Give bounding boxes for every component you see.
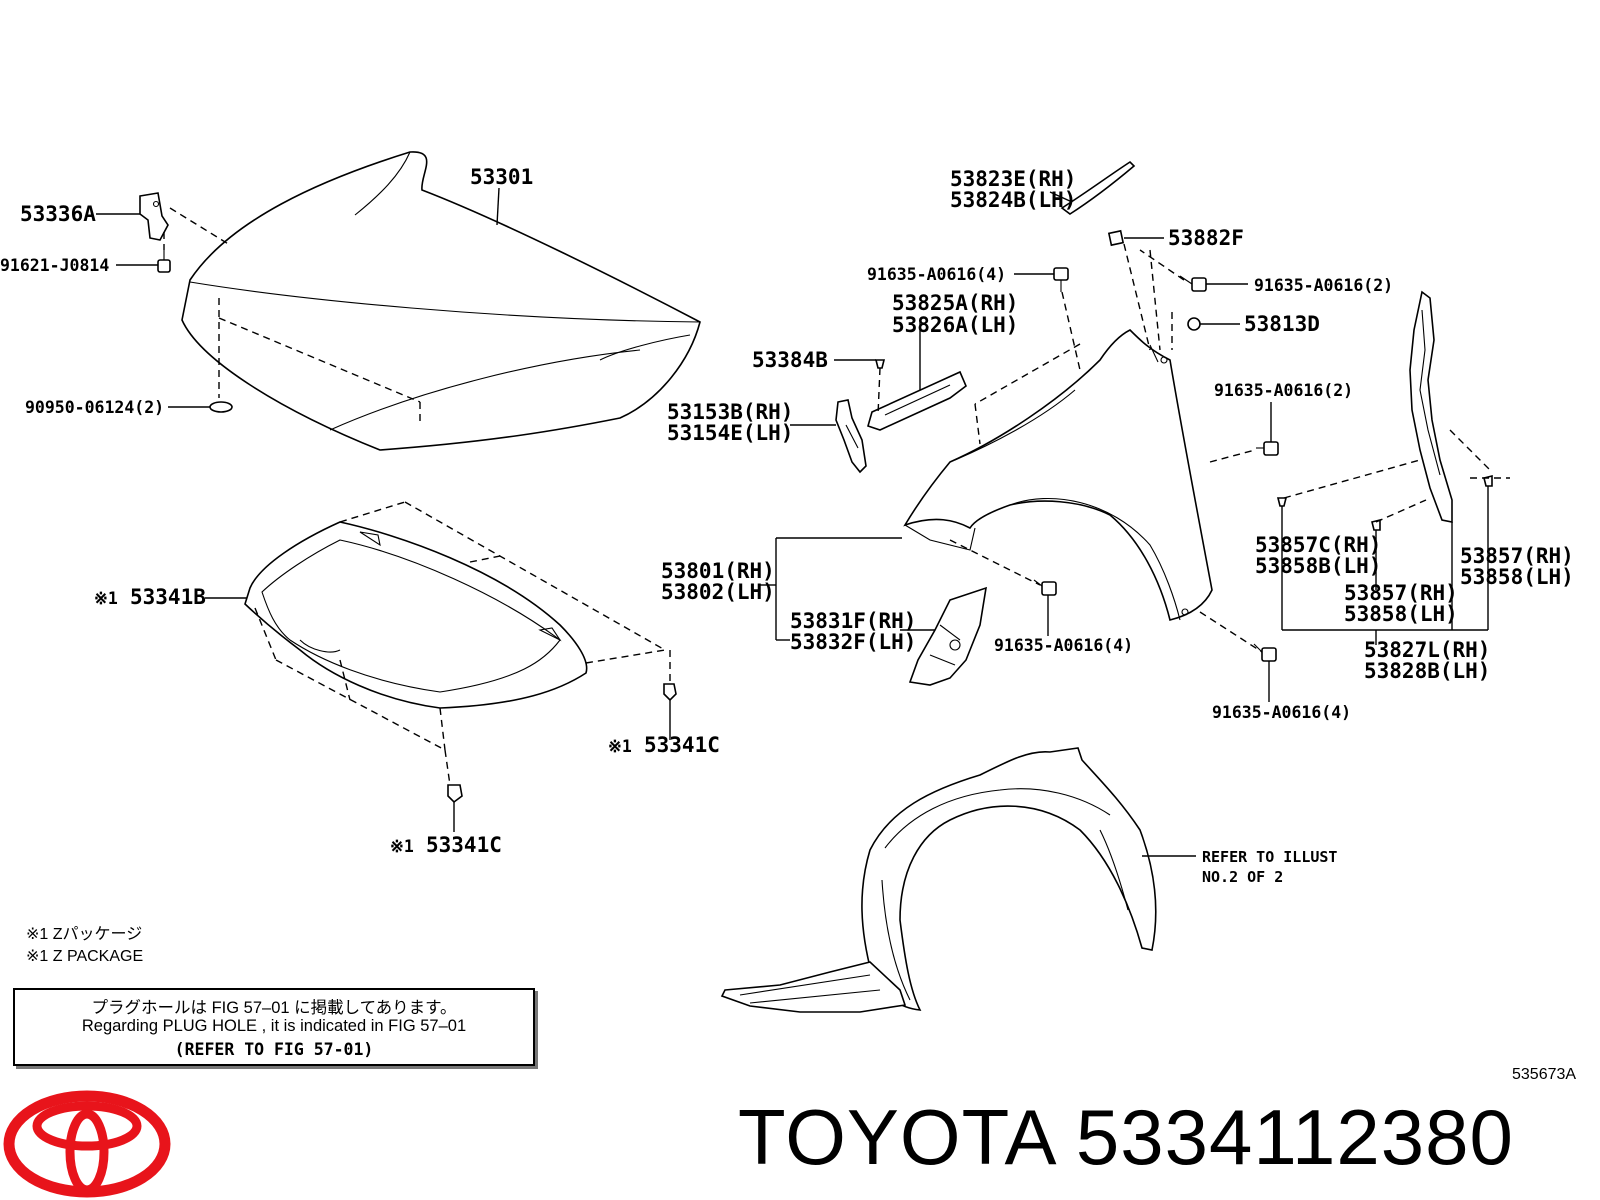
label-53827l: 53827L(RH) bbox=[1364, 638, 1490, 662]
package-note-jp: ※1 Zパッケージ bbox=[26, 926, 143, 943]
mark-53341b: ※1 bbox=[94, 589, 118, 608]
label-53831f: 53831F(RH) bbox=[790, 609, 916, 633]
notice-line-en: Regarding PLUG HOLE , it is indicated in… bbox=[81, 1017, 467, 1035]
label-53857c: 53857C(RH) bbox=[1255, 533, 1381, 557]
label-53826a: 53826A(LH) bbox=[892, 313, 1018, 337]
toyota-logo-icon bbox=[3, 1090, 171, 1198]
label-53858b: 53858B(LH) bbox=[1255, 554, 1381, 578]
fender-clip-top bbox=[1107, 229, 1125, 247]
notice-line-jp: プラグホールは FIG 57–01 に掲載してあります。 bbox=[91, 999, 457, 1017]
fender-side-seal bbox=[1409, 290, 1453, 523]
label-53153b: 53153B(RH) bbox=[667, 400, 793, 424]
hood-panel bbox=[181, 151, 701, 451]
hood-hinge-bracket bbox=[139, 192, 169, 241]
mark-53341c-right: ※1 bbox=[608, 737, 632, 756]
label-53801: 53801(RH) bbox=[661, 559, 775, 583]
fender-moulding bbox=[1060, 160, 1136, 215]
fender-bolt-bottom bbox=[1253, 643, 1277, 662]
label-91621-j0814: 91621-J0814 bbox=[0, 256, 109, 275]
insulator-clip-bottom bbox=[447, 784, 463, 804]
label-91635-a0616-d: 91635-A0616(4) bbox=[994, 636, 1133, 655]
label-53384b: 53384B bbox=[752, 348, 828, 372]
front-fender bbox=[903, 329, 1213, 621]
label-53154e: 53154E(LH) bbox=[667, 421, 793, 445]
logo-horizontal-ring bbox=[32, 1101, 142, 1151]
seal-clip-a bbox=[1276, 497, 1288, 507]
mark-53341c-bottom: ※1 bbox=[390, 837, 414, 856]
label-91635-a0616-a: 91635-A0616(4) bbox=[867, 265, 1006, 284]
label-53813d: 53813D bbox=[1244, 312, 1320, 336]
label-91635-a0616-b: 91635-A0616(2) bbox=[1254, 276, 1393, 295]
fender-bolt-side bbox=[1179, 275, 1207, 292]
refer-illust-line1: REFER TO ILLUST bbox=[1202, 848, 1337, 866]
label-53825a: 53825A(RH) bbox=[892, 291, 1018, 315]
fender-cushion bbox=[874, 359, 886, 369]
insulator-clip-right bbox=[663, 683, 677, 702]
label-53832f: 53832F(LH) bbox=[790, 630, 916, 654]
package-note-en: ※1 Z PACKAGE bbox=[26, 948, 144, 965]
label-53828b: 53828B(LH) bbox=[1364, 659, 1490, 683]
hood-insulator bbox=[244, 521, 588, 709]
hood-side-bracket bbox=[835, 399, 867, 474]
label-53301: 53301 bbox=[470, 165, 533, 189]
label-53823e: 53823E(RH) bbox=[950, 167, 1076, 191]
fender-bolt-rear bbox=[1256, 441, 1279, 456]
label-53857-mid: 53857(RH) bbox=[1344, 581, 1458, 605]
logo-vertical-ring bbox=[65, 1109, 109, 1195]
notice-line-ref: (REFER TO FIG 57-01) bbox=[174, 1040, 374, 1059]
label-53802: 53802(LH) bbox=[661, 580, 775, 604]
figure-code: 535673A bbox=[1512, 1066, 1577, 1083]
label-53882f: 53882F bbox=[1168, 226, 1244, 250]
plug-hole-notice: プラグホールは FIG 57–01 に掲載してあります。 Regarding P… bbox=[13, 988, 535, 1066]
label-53341c-bottom: 53341C bbox=[426, 833, 502, 857]
label-53858-right: 53858(LH) bbox=[1460, 565, 1574, 589]
fender-liner bbox=[720, 747, 1157, 1013]
label-53824b: 53824B(LH) bbox=[950, 188, 1076, 212]
fender-nut bbox=[1187, 317, 1201, 331]
label-53341b: 53341B bbox=[130, 585, 206, 609]
fender-bracket bbox=[867, 370, 967, 431]
refer-illust-line2: NO.2 OF 2 bbox=[1202, 868, 1283, 886]
brand-part-number: TOYOTA 5334112380 bbox=[738, 1093, 1514, 1181]
label-90950-06124: 90950-06124(2) bbox=[25, 398, 164, 417]
label-53858-mid: 53858(LH) bbox=[1344, 602, 1458, 626]
label-91635-a0616-c: 91635-A0616(2) bbox=[1214, 381, 1353, 400]
fender-bolt-lower bbox=[1033, 579, 1057, 596]
fender-bolt-top bbox=[1053, 267, 1069, 292]
label-91635-a0616-e: 91635-A0616(4) bbox=[1212, 703, 1351, 722]
hinge-bolt bbox=[157, 250, 171, 273]
label-53341c-right: 53341C bbox=[644, 733, 720, 757]
label-53857-right: 53857(RH) bbox=[1460, 544, 1574, 568]
label-53336a: 53336A bbox=[20, 202, 96, 226]
fender-lower-bracket bbox=[908, 586, 988, 686]
hood-plug bbox=[209, 401, 233, 413]
